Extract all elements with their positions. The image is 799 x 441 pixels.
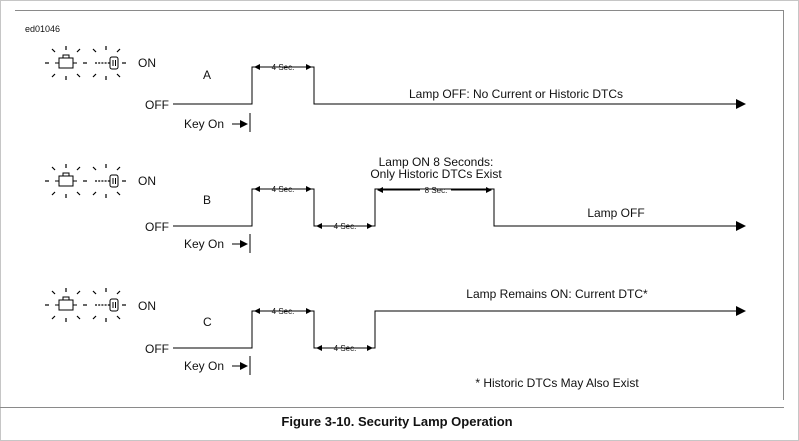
row-letter: B <box>203 193 211 207</box>
signal-trace <box>173 188 746 231</box>
status-text-line2: Only Historic DTCs Exist <box>370 167 502 181</box>
row-a: ON A OFF Key On 4 Sec. Lamp OFF: No Curr… <box>44 45 746 132</box>
figure-caption: Figure 3-10. Security Lamp Operation <box>281 414 512 429</box>
key-on-label: Key On <box>184 237 224 251</box>
off-label: OFF <box>145 342 169 356</box>
row-c: ON C OFF Key On 4 Sec. 4 Sec. Lamp Remai… <box>44 287 746 390</box>
on-label: ON <box>138 56 156 70</box>
row-letter: A <box>203 68 211 82</box>
timing-label-4-sec: 4 Sec. <box>272 307 295 316</box>
off-label: OFF <box>145 220 169 234</box>
row-letter: C <box>203 315 212 329</box>
off-label: OFF <box>145 98 169 112</box>
key-icon <box>92 163 127 199</box>
timing-label-4-sec: 4 Sec. <box>334 222 357 231</box>
timing-label-4-sec: 4 Sec. <box>334 344 357 353</box>
timing-label-4-sec: 4 Sec. <box>272 63 295 72</box>
footnote: * Historic DTCs May Also Exist <box>475 376 639 390</box>
status-text-end: Lamp OFF <box>587 206 644 220</box>
key-on-label: Key On <box>184 359 224 373</box>
key-icon <box>92 287 127 323</box>
engine-icon <box>44 45 88 81</box>
status-text: Lamp Remains ON: Current DTC* <box>466 287 648 301</box>
key-icon <box>92 45 127 81</box>
timing-label-8-sec: 8 Sec. <box>425 186 448 195</box>
engine-icon <box>44 163 88 199</box>
status-text: Lamp OFF: No Current or Historic DTCs <box>409 87 623 101</box>
status-text-line1: Lamp ON 8 Seconds: <box>379 155 494 169</box>
on-label: ON <box>138 174 156 188</box>
key-on-label: Key On <box>184 117 224 131</box>
signal-trace <box>173 66 746 109</box>
figure-id: ed01046 <box>25 24 60 34</box>
engine-icon <box>44 287 88 323</box>
signal-trace <box>173 306 746 349</box>
timing-label-4-sec: 4 Sec. <box>272 185 295 194</box>
on-label: ON <box>138 299 156 313</box>
row-b: ON B OFF Key On 4 Sec. 4 Sec. 8 Sec. Lam… <box>44 155 746 253</box>
